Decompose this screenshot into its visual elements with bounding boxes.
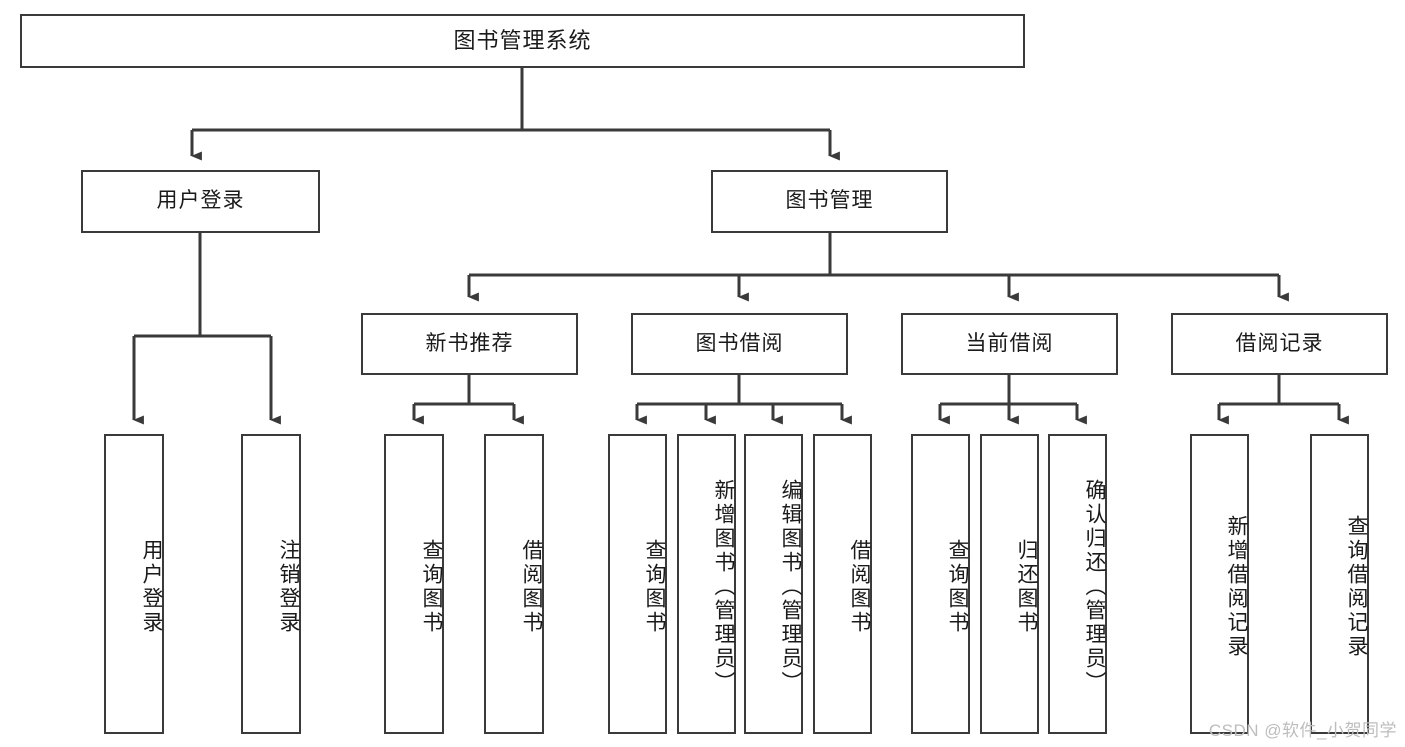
node-label: 归还图书 bbox=[1015, 539, 1038, 635]
node-label: 图书借阅 bbox=[695, 331, 784, 355]
watermark-text: CSDN @软件_小贺同学 bbox=[1208, 721, 1397, 740]
node-label: 查询图书 bbox=[420, 539, 443, 635]
node-label: 用户登录 bbox=[156, 189, 245, 213]
node-label: 借阅记录 bbox=[1235, 331, 1324, 355]
node-label: 用户登录 bbox=[140, 539, 163, 635]
node-label: 新增借阅记录 bbox=[1225, 515, 1248, 659]
node-label: 图书管理系统 bbox=[453, 28, 592, 54]
node-borrow-record[interactable]: 借阅记录 bbox=[1171, 313, 1388, 375]
node-book-borrow[interactable]: 图书借阅 bbox=[631, 313, 848, 375]
node-root-system[interactable]: 图书管理系统 bbox=[20, 14, 1025, 68]
leaf-query-book-borrow[interactable]: 查询图书 bbox=[608, 434, 667, 734]
leaf-logout[interactable]: 注销登录 bbox=[241, 434, 301, 734]
node-current-borrow[interactable]: 当前借阅 bbox=[901, 313, 1118, 375]
node-new-book-recommend[interactable]: 新书推荐 bbox=[361, 313, 578, 375]
leaf-add-book-admin[interactable]: 新增图书（管理员） bbox=[677, 434, 736, 734]
node-label: 当前借阅 bbox=[965, 331, 1054, 355]
node-label: 借阅图书 bbox=[848, 539, 871, 635]
node-label: 查询借阅记录 bbox=[1345, 515, 1368, 659]
node-label: 图书管理 bbox=[785, 189, 874, 213]
leaf-borrow-book-newbook[interactable]: 借阅图书 bbox=[484, 434, 544, 734]
node-label: 查询图书 bbox=[643, 539, 666, 635]
node-label: 新增图书（管理员） bbox=[712, 479, 735, 695]
leaf-query-book-newbook[interactable]: 查询图书 bbox=[384, 434, 444, 734]
node-book-manage[interactable]: 图书管理 bbox=[711, 170, 948, 233]
node-label: 注销登录 bbox=[277, 539, 300, 635]
leaf-add-borrow-record[interactable]: 新增借阅记录 bbox=[1190, 434, 1249, 734]
leaf-user-login[interactable]: 用户登录 bbox=[104, 434, 164, 734]
leaf-confirm-return-admin[interactable]: 确认归还（管理员） bbox=[1048, 434, 1107, 734]
leaf-borrow-book-borrow[interactable]: 借阅图书 bbox=[813, 434, 872, 734]
leaf-query-borrow-record[interactable]: 查询借阅记录 bbox=[1310, 434, 1369, 734]
node-label: 借阅图书 bbox=[520, 539, 543, 635]
leaf-return-book[interactable]: 归还图书 bbox=[980, 434, 1039, 734]
node-label: 新书推荐 bbox=[425, 331, 514, 355]
node-user-login[interactable]: 用户登录 bbox=[81, 170, 320, 233]
node-label: 确认归还（管理员） bbox=[1083, 479, 1106, 695]
node-label: 查询图书 bbox=[946, 539, 969, 635]
node-label: 编辑图书（管理员） bbox=[779, 479, 802, 695]
leaf-query-book-current[interactable]: 查询图书 bbox=[911, 434, 970, 734]
leaf-edit-book-admin[interactable]: 编辑图书（管理员） bbox=[744, 434, 803, 734]
